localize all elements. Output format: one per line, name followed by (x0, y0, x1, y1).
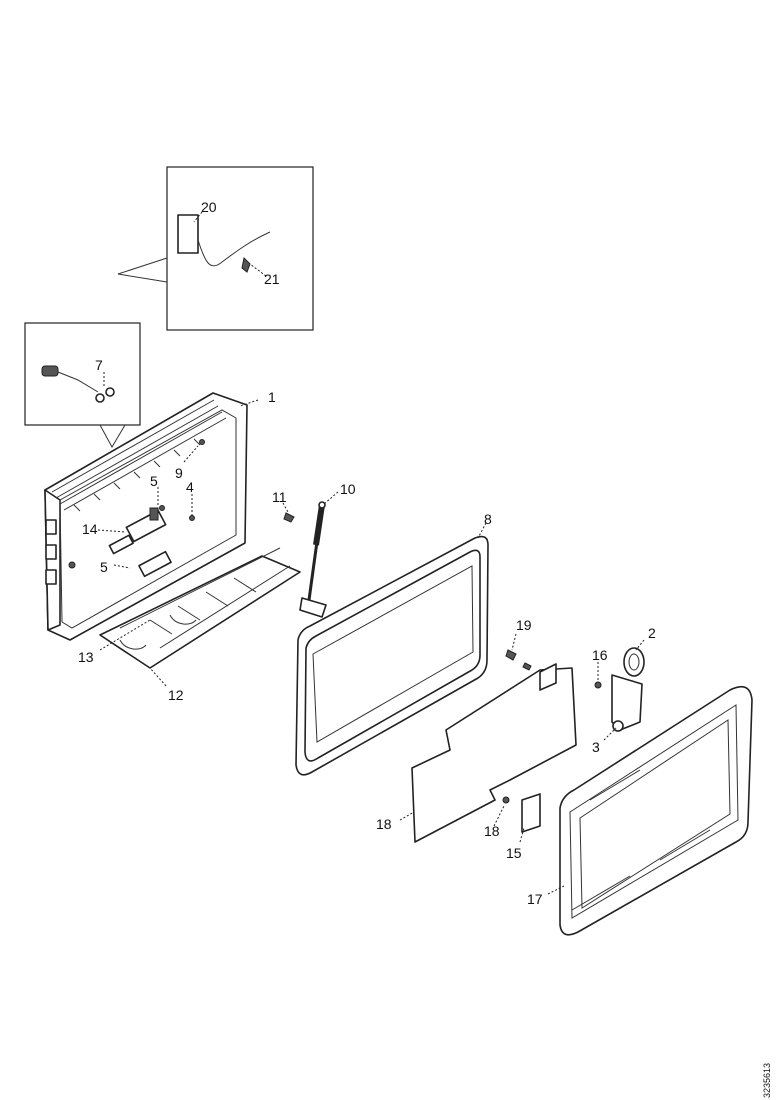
callout-8: 8 (484, 511, 492, 527)
part-1-cabinet (44, 392, 248, 641)
callout-4: 4 (186, 479, 194, 495)
callout-1: 1 (268, 389, 276, 405)
part-10-gas-strut (299, 501, 327, 618)
callout-19: 19 (516, 617, 532, 633)
callout-14: 14 (82, 521, 98, 537)
callout-16: 16 (592, 647, 608, 663)
callout-3: 3 (592, 739, 600, 755)
part-11-screw (283, 512, 295, 523)
part-15-bracket (502, 793, 541, 833)
callout-18-left: 18 (376, 816, 392, 832)
part-7-lamp-cable (41, 365, 115, 403)
part-18-inner-panel (411, 663, 577, 843)
document-number: 3235613 (762, 1063, 772, 1098)
leader-lines (97, 211, 645, 895)
callout-11: 11 (272, 489, 287, 505)
callout-21: 21 (264, 271, 280, 287)
callouts: 1 2 3 4 5 5 7 8 9 10 11 12 13 14 15 16 1… (78, 199, 656, 907)
part-20-switch (177, 214, 199, 254)
callout-10: 10 (340, 481, 356, 497)
part-12-drip-tray (99, 547, 301, 669)
callout-18-lower: 18 (484, 823, 500, 839)
cabinet-top-grid (51, 399, 227, 512)
callout-12: 12 (168, 687, 184, 703)
part-17-door (559, 685, 753, 936)
callout-5-upper: 5 (150, 473, 158, 489)
callout-9: 9 (175, 465, 183, 481)
callout-5-lower: 5 (100, 559, 108, 575)
detail-box-left (24, 322, 141, 449)
part-21-screw (241, 256, 251, 273)
hinge-assembly (108, 507, 167, 555)
callout-7: 7 (95, 357, 103, 373)
part-19-screw (505, 649, 532, 671)
part-8-door-gasket (295, 535, 489, 776)
part-16-screw (594, 681, 602, 689)
callout-17: 17 (527, 891, 543, 907)
callout-20: 20 (201, 199, 217, 215)
callout-15: 15 (506, 845, 522, 861)
callout-2: 2 (648, 625, 656, 641)
callout-13: 13 (78, 649, 94, 665)
detail-box-top (117, 166, 314, 331)
part-3-washer (612, 720, 624, 732)
part-2-upper-hinge (594, 647, 645, 732)
